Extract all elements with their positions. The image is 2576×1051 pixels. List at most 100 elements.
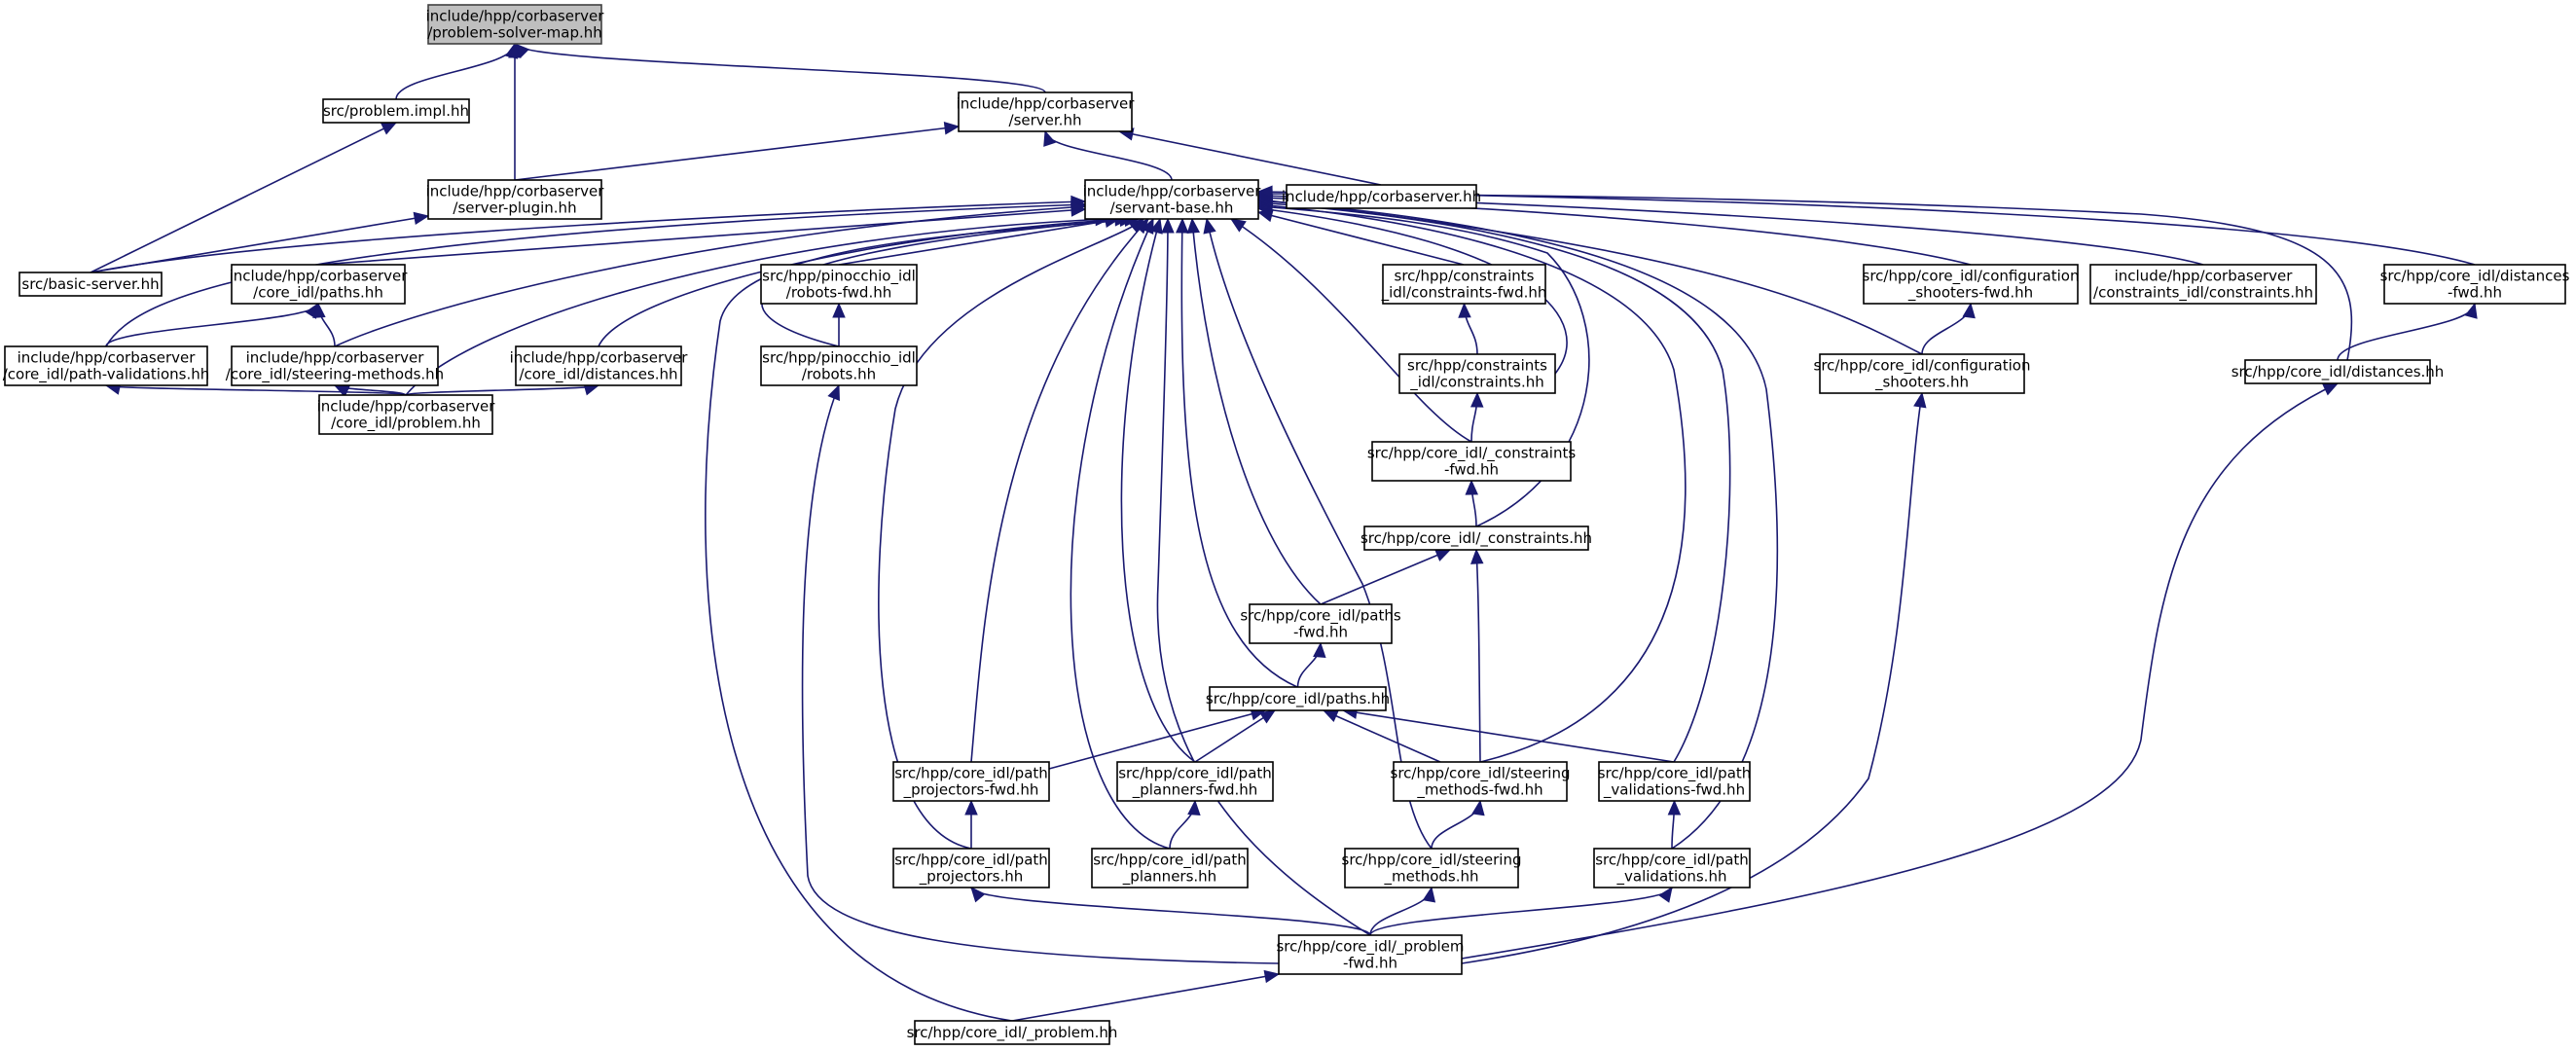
edge-line: [1369, 887, 1433, 936]
edge-line: [1070, 218, 1171, 850]
edge-line: [1257, 191, 2476, 266]
node-box: [1344, 848, 1519, 888]
graph-node-n20[interactable]: include/hpp/corbaserver/core_idl/problem…: [317, 394, 496, 435]
graph-node-n6[interactable]: src/basic-server.hh: [18, 272, 163, 297]
node-label-line: src/hpp/core_idl/_problem.hh: [907, 1024, 1118, 1042]
graph-node-n33[interactable]: src/hpp/core_idl/_problem-fwd.hh: [1276, 934, 1465, 975]
dependency-edge-n3-n2: [514, 122, 961, 181]
dependency-edge-n33-n29: [970, 887, 1371, 936]
node-box: [1382, 264, 1546, 305]
node-label-line: src/hpp/core_idl/path: [894, 852, 1048, 870]
node-label-line: _methods.hh: [1383, 868, 1478, 887]
node-label-line: include/hpp/corbaserver: [510, 349, 689, 367]
edge-line: [1921, 303, 1972, 355]
graph-node-n17[interactable]: src/hpp/constraints_idl/constraints.hh: [1398, 353, 1556, 394]
dependency-edge-n20-n14: [333, 384, 407, 398]
graph-node-n21[interactable]: src/hpp/core_idl/_constraints-fwd.hh: [1367, 441, 1576, 482]
node-box: [914, 1020, 1110, 1045]
dependency-edge-n12-n4: [1256, 185, 2476, 266]
graph-node-n16[interactable]: src/hpp/pinocchio_idl/robots.hh: [760, 345, 918, 386]
node-box: [1249, 603, 1393, 644]
graph-node-n34[interactable]: src/hpp/core_idl/_problem.hh: [907, 1020, 1118, 1045]
node-label-line: src/hpp/core_idl/steering: [1342, 852, 1522, 870]
edge-arrowhead: [2464, 302, 2478, 319]
node-box: [1598, 761, 1751, 802]
edge-line: [970, 887, 1371, 936]
node-box: [760, 345, 918, 386]
edge-arrowhead: [1667, 799, 1682, 815]
node-label-line: src/hpp/pinocchio_idl: [762, 268, 916, 286]
node-label-line: _planners-fwd.hh: [1132, 781, 1258, 800]
graph-node-n25[interactable]: src/hpp/core_idl/path_projectors-fwd.hh: [892, 761, 1050, 802]
node-box: [18, 272, 163, 297]
edge-arrowhead: [1263, 969, 1281, 984]
edge-line: [970, 218, 1149, 763]
node-box: [892, 848, 1050, 888]
dependency-edge-n33-n4: [1156, 217, 1371, 936]
graph-node-n29[interactable]: src/hpp/core_idl/path_projectors.hh: [892, 848, 1050, 888]
node-box: [231, 264, 406, 305]
edge-arrowhead: [1259, 709, 1277, 724]
node-label-line: src/hpp/core_idl/steering: [1391, 765, 1571, 783]
dependency-edge-n30-n4: [1070, 217, 1171, 850]
dependency-edge-n2-n0: [514, 43, 1046, 93]
graph-node-n23[interactable]: src/hpp/core_idl/paths-fwd.hh: [1240, 603, 1401, 644]
graph-node-n7[interactable]: include/hpp/corbaserver/core_idl/paths.h…: [230, 264, 409, 305]
graph-node-n13[interactable]: include/hpp/corbaserver/core_idl/path-va…: [3, 345, 210, 386]
edge-line: [105, 384, 407, 396]
node-label-line: /servant-base.hh: [1110, 199, 1234, 217]
graph-node-n2[interactable]: include/hpp/corbaserver/server.hh: [957, 91, 1136, 132]
edge-arrowhead: [1187, 799, 1201, 815]
edge-line: [1461, 392, 1923, 964]
edge-arrowhead: [1470, 391, 1484, 408]
node-label-line: -fwd.hh: [1343, 955, 1397, 972]
nodes-layer: include/hpp/corbaserver/problem-solver-m…: [3, 4, 2570, 1045]
dependency-edge-n24-n23: [1296, 641, 1326, 688]
edge-arrowhead: [1422, 886, 1436, 903]
node-label-line: src/hpp/core_idl/path: [894, 765, 1048, 783]
edge-line: [1320, 549, 1451, 605]
graph-node-n24[interactable]: src/hpp/core_idl/paths.hh: [1206, 686, 1390, 711]
graph-node-n18[interactable]: src/hpp/core_idl/configuration_shooters.…: [1814, 353, 2031, 394]
graph-node-n22[interactable]: src/hpp/core_idl/_constraints.hh: [1361, 526, 1592, 551]
node-label-line: _validations.hh: [1616, 868, 1727, 887]
graph-node-n12[interactable]: src/hpp/core_idl/distances-fwd.hh: [2380, 264, 2570, 305]
graph-node-n19[interactable]: src/hpp/core_idl/distances.hh: [2231, 359, 2445, 384]
dependency-edge-n16-n8: [832, 302, 846, 346]
node-label-line: _methods-fwd.hh: [1416, 781, 1542, 800]
graph-node-n30[interactable]: src/hpp/core_idl/path_planners.hh: [1091, 848, 1249, 888]
node-label-line: /server.hh: [1009, 112, 1082, 129]
graph-node-n15[interactable]: include/hpp/corbaserver/core_idl/distanc…: [510, 345, 689, 386]
graph-node-n10[interactable]: src/hpp/core_idl/configuration_shooters-…: [1863, 264, 2080, 305]
graph-node-n0[interactable]: include/hpp/corbaserver/problem-solver-m…: [426, 4, 605, 45]
graph-node-n5[interactable]: include/hpp/corbaserver.hh: [1282, 184, 1481, 209]
graph-node-n28[interactable]: src/hpp/core_idl/path_validations-fwd.hh: [1598, 761, 1752, 802]
graph-node-n32[interactable]: src/hpp/core_idl/path_validations.hh: [1593, 848, 1751, 888]
graph-node-n31[interactable]: src/hpp/core_idl/steering_methods.hh: [1342, 848, 1522, 888]
node-label-line: include/hpp/corbaserver: [426, 183, 605, 200]
node-label-line: src/hpp/core_idl/path: [1093, 852, 1247, 870]
node-box: [958, 91, 1133, 132]
dependency-edge-n29-n25: [964, 799, 978, 849]
node-box: [2383, 264, 2566, 305]
node-label-line: src/hpp/core_idl/_constraints: [1367, 445, 1576, 463]
graph-node-n9[interactable]: src/hpp/constraints_idl/constraints-fwd.…: [1381, 264, 1547, 305]
graph-node-n14[interactable]: include/hpp/corbaserver/core_idl/steerin…: [226, 345, 444, 386]
edge-arrowhead: [1070, 200, 1087, 214]
graph-node-n3[interactable]: include/hpp/corbaserver/server-plugin.hh: [426, 179, 605, 220]
node-label-line: include/hpp/corbaserver: [18, 349, 197, 367]
graph-node-n27[interactable]: src/hpp/core_idl/steering_methods-fwd.hh: [1391, 761, 1571, 802]
dependency-edge-n6-n1: [90, 122, 398, 273]
graph-node-n1[interactable]: src/problem.impl.hh: [322, 98, 470, 124]
graph-node-n8[interactable]: src/hpp/pinocchio_idl/robots-fwd.hh: [760, 264, 918, 305]
node-box: [1286, 184, 1477, 209]
node-label-line: src/hpp/pinocchio_idl: [762, 349, 916, 368]
graph-node-n4[interactable]: include/hpp/corbaserver/servant-base.hh: [1083, 179, 1262, 220]
edge-line: [705, 218, 1140, 1022]
node-box: [427, 179, 602, 220]
graph-node-n11[interactable]: include/hpp/corbaserver/constraints_idl/…: [2089, 264, 2317, 305]
node-box: [1398, 353, 1556, 394]
graph-node-n26[interactable]: src/hpp/core_idl/path_planners-fwd.hh: [1116, 761, 1274, 802]
dependency-edge-n26-n24: [1194, 709, 1277, 763]
